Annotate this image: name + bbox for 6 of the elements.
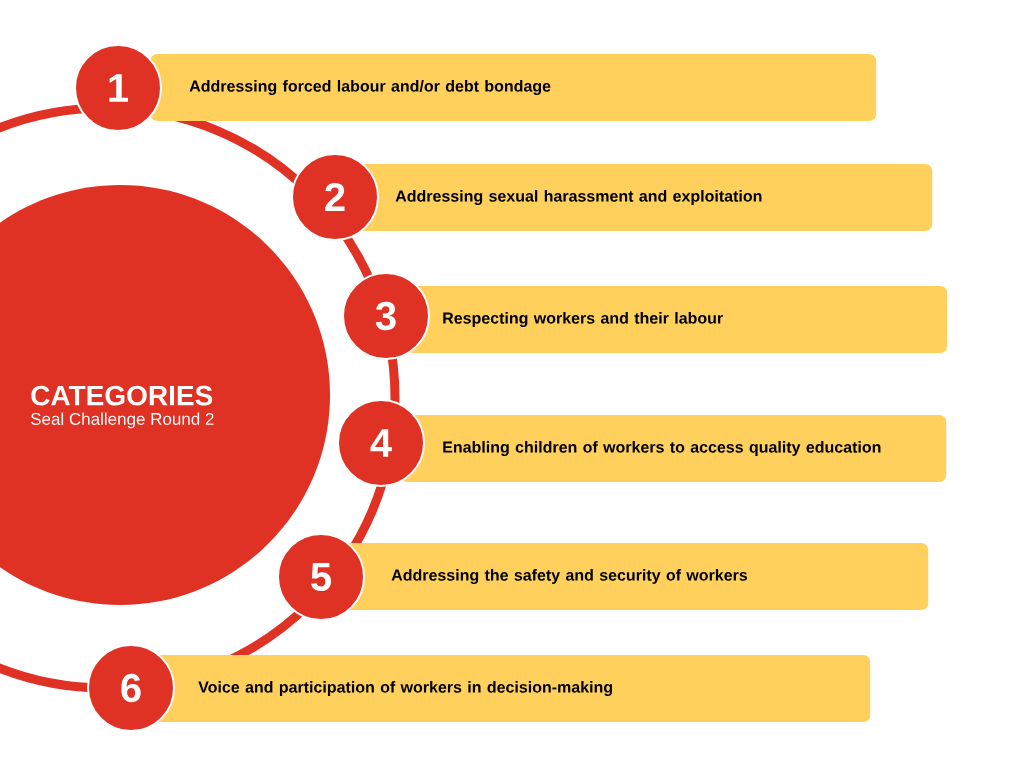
category-bar: Voice and participation of workers in decision-making [150, 655, 871, 722]
category-bar: Addressing the safety and security of workers [340, 543, 929, 610]
category-bar: Addressing forced labour and/or debt bondage [150, 54, 877, 121]
category-bar: Addressing sexual harassment and exploitation [355, 164, 933, 231]
category-bar: Respecting workers and their labour [405, 286, 948, 353]
category-bar: Enabling children of workers to access quality education [400, 415, 947, 482]
